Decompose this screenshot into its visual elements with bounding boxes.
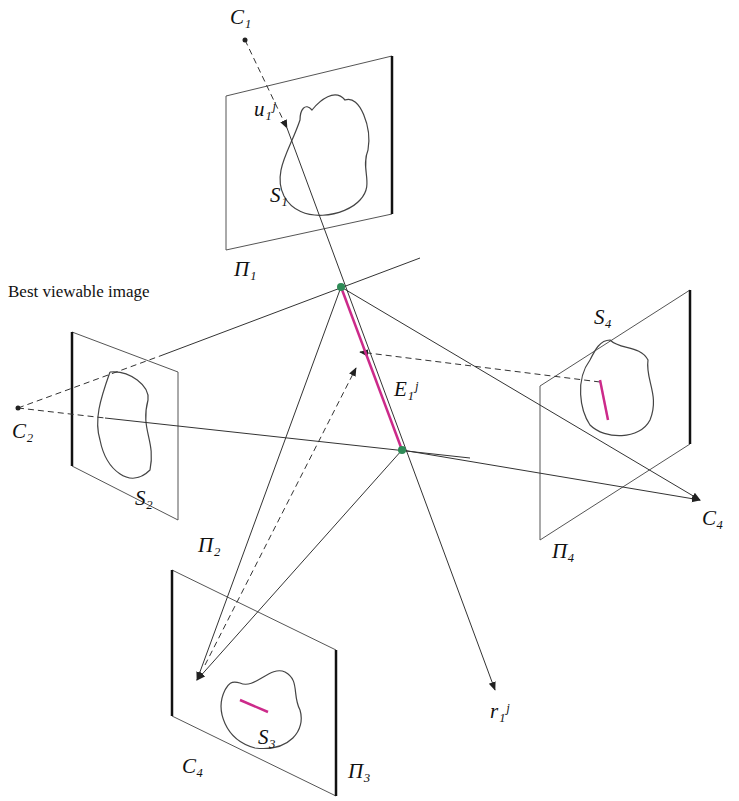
plane-edges: [72, 56, 690, 796]
end-point: [398, 446, 406, 454]
math-label: S₁: [268, 184, 290, 207]
math-label: Π₃: [346, 760, 372, 783]
segment-image: [600, 380, 608, 420]
plane-edge: [71, 332, 74, 466]
viewing-ray: [160, 258, 420, 356]
silhouette: [280, 95, 369, 215]
silhouette: [581, 340, 654, 436]
image-planes: [72, 56, 690, 796]
image-plane: [226, 56, 392, 250]
math-label: S₃: [256, 726, 278, 749]
plane-edge: [171, 570, 174, 716]
camera-center: [243, 38, 248, 43]
caption-note: Best viewable image: [6, 283, 152, 302]
silhouettes: [98, 95, 654, 748]
math-label: C₂: [10, 420, 35, 443]
rays: [18, 40, 700, 690]
math-label: S₄: [592, 306, 614, 329]
image-plane: [72, 332, 178, 520]
silhouette: [98, 372, 152, 478]
plane-edge: [335, 650, 338, 796]
viewing-ray: [402, 450, 700, 500]
math-label: E₁ʲ: [392, 378, 420, 401]
segment-3d: [341, 287, 402, 450]
camera-center: [16, 406, 21, 411]
dashed-projection: [205, 368, 356, 665]
math-label: u₁ʲ: [252, 98, 277, 121]
viewing-ray: [197, 450, 402, 680]
math-label: Π₂: [196, 534, 222, 557]
epipolar-segments: [240, 287, 608, 712]
math-label: Π₄: [550, 540, 576, 563]
dashed-ray: [18, 356, 160, 408]
end-point: [337, 283, 345, 291]
dashed-ray: [18, 408, 105, 418]
dashed-ray: [245, 40, 287, 128]
plane-edge: [689, 290, 692, 444]
image-plane: [540, 290, 690, 540]
viewing-ray: [287, 128, 495, 690]
math-label: r₁ʲ: [488, 700, 511, 723]
plane-edge: [391, 56, 394, 214]
math-label: C₄: [180, 755, 205, 778]
segment-image: [240, 700, 268, 712]
viewing-ray: [341, 287, 700, 500]
math-label: S₂: [133, 487, 155, 510]
image-plane: [172, 570, 336, 796]
math-label: Π₁: [232, 258, 258, 281]
math-label: C₁: [228, 6, 253, 29]
silhouette: [221, 671, 301, 749]
viewing-ray: [197, 287, 341, 680]
math-label: C₄: [700, 507, 725, 530]
points: [16, 38, 407, 455]
